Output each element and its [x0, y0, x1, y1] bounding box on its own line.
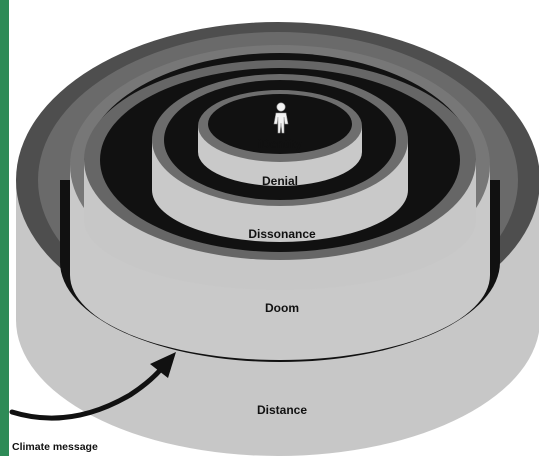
- ring-label-dissonance: Dissonance: [248, 227, 316, 241]
- curved-arrow-icon: [9, 352, 176, 421]
- ring-label-doom: Doom: [265, 301, 299, 315]
- climate-message-caption: Climate message: [12, 441, 98, 453]
- person-icon: [273, 102, 289, 134]
- ring-label-denial: Denial: [262, 174, 298, 188]
- ring-label-distance: Distance: [257, 403, 307, 417]
- ring-label-identity: iDentity: [258, 137, 302, 151]
